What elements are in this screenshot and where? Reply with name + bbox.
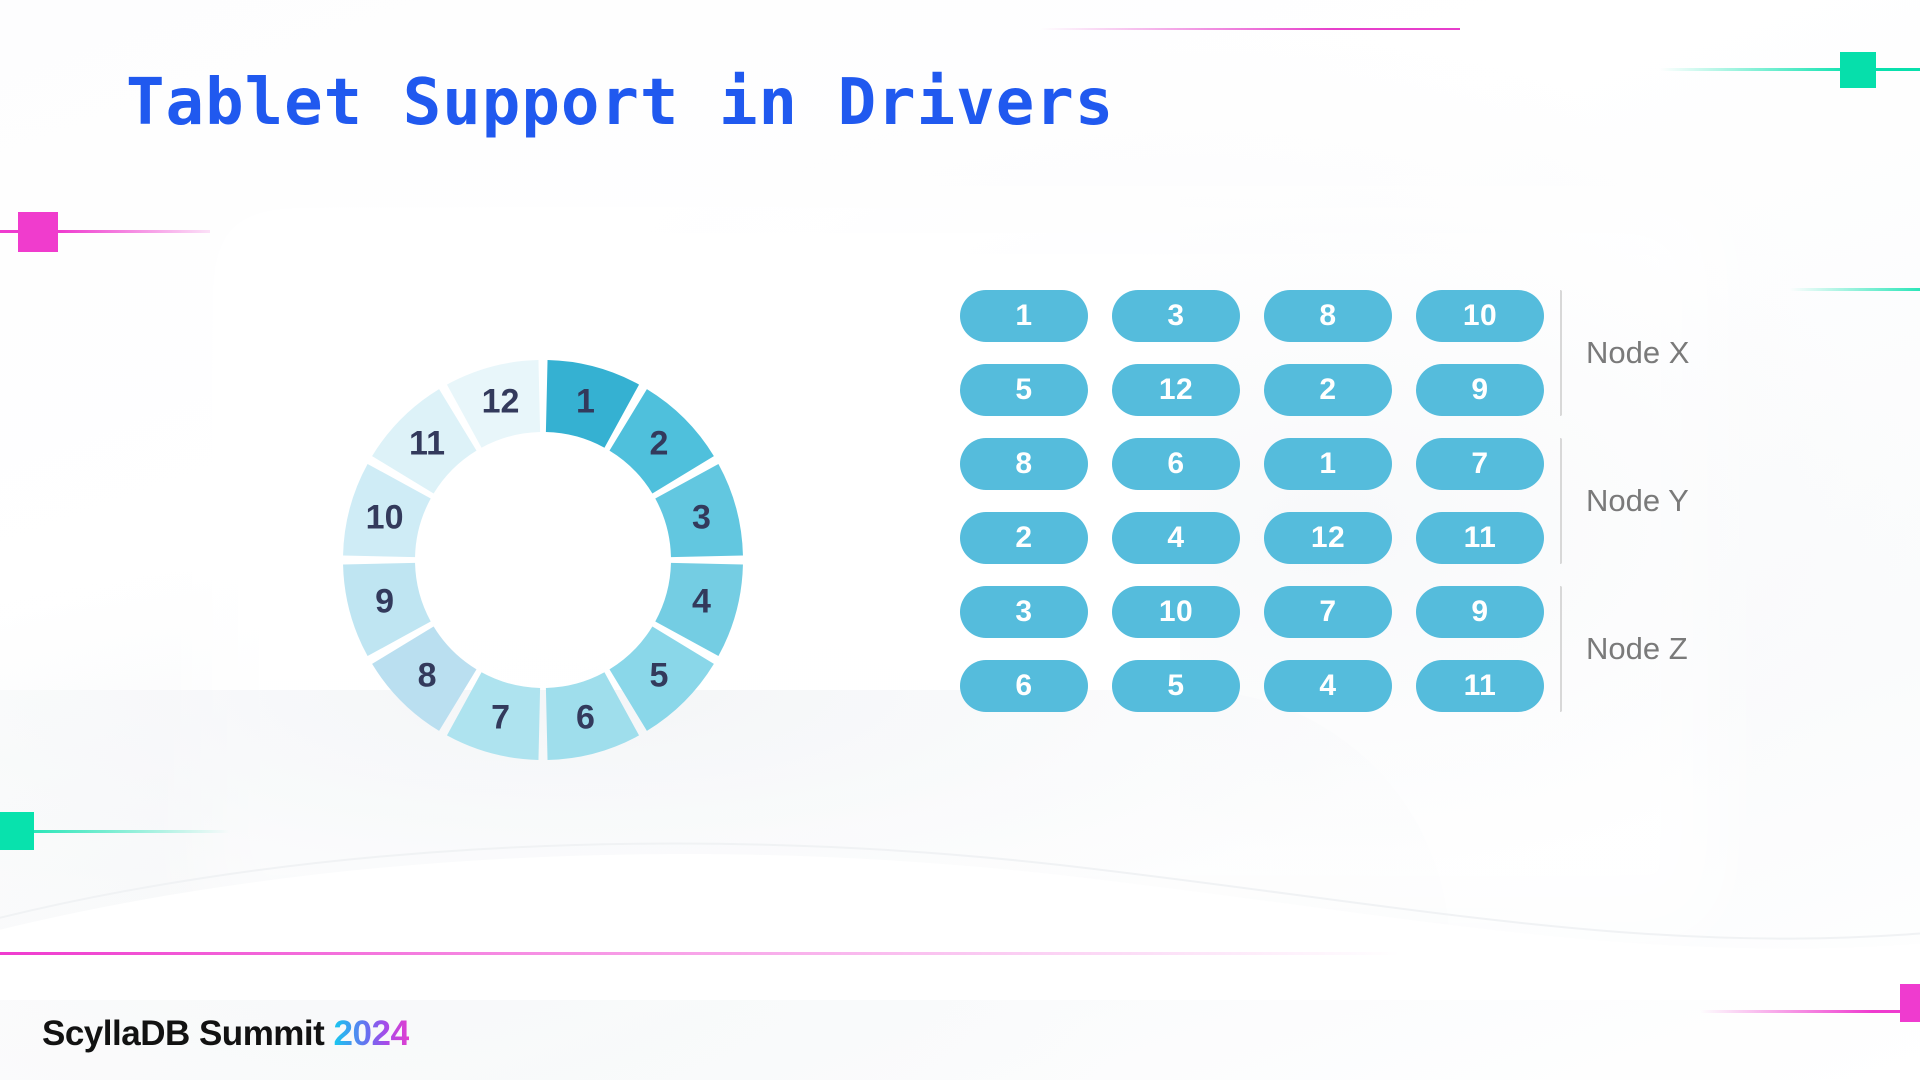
donut-segment [343,463,431,558]
node-bracket [1560,586,1562,712]
tablet-pill[interactable]: 5 [1112,660,1240,712]
node-label: Node X [1586,335,1690,370]
tablet-pill[interactable]: 6 [1112,438,1240,490]
tablet-pill[interactable]: 9 [1416,364,1544,416]
donut-segment [655,562,743,657]
tablet-pill[interactable]: 7 [1264,586,1392,638]
decor-magenta-line-bottom-right [1700,1010,1920,1013]
tablet-pill[interactable]: 12 [1112,364,1240,416]
tablet-pill[interactable]: 11 [1416,660,1544,712]
decor-magenta-square-left [18,212,58,252]
node-bracket [1560,290,1562,416]
page-title: Tablet Support in Drivers [126,66,1115,140]
tablet-pill[interactable]: 9 [1416,586,1544,638]
tablet-pill[interactable]: 11 [1416,512,1544,564]
tablet-pill[interactable]: 10 [1112,586,1240,638]
tablet-pill[interactable]: 2 [960,512,1088,564]
tablet-pill[interactable]: 1 [960,290,1088,342]
donut-segment [446,360,541,448]
decor-magenta-line-top [1040,28,1460,30]
decor-magenta-line-left [0,230,210,233]
decor-teal-line-top [1660,68,1920,71]
tablet-pill[interactable]: 5 [960,364,1088,416]
donut-segment [609,389,714,494]
node-label: Node Y [1586,483,1689,518]
tablet-pill[interactable]: 3 [960,586,1088,638]
decor-teal-line-left [0,830,230,833]
tablet-pill[interactable]: 12 [1264,512,1392,564]
decor-magenta-square-bottom [1900,984,1920,1022]
tablet-pill[interactable]: 1 [1264,438,1392,490]
tablet-pill[interactable]: 3 [1112,290,1240,342]
node-bracket [1560,438,1562,564]
tablet-pill[interactable]: 4 [1264,660,1392,712]
donut-segment [372,626,477,731]
tablet-pill[interactable]: 2 [1264,364,1392,416]
donut-svg [343,360,743,760]
tablet-pill[interactable]: 8 [960,438,1088,490]
background-swoosh [0,820,1920,1000]
tablet-pill[interactable]: 6 [960,660,1088,712]
footer-year: 2024 [333,1014,410,1053]
donut-segment [609,626,714,731]
footer-logo: ScyllaDB Summit 2024 [42,1014,410,1054]
donut-segment [446,672,541,760]
donut-segment [545,360,640,448]
donut-segment [545,672,640,760]
node-label: Node Z [1586,631,1688,666]
decor-teal-line-right [1790,288,1920,291]
donut-segment [343,562,431,657]
tablet-pill[interactable]: 4 [1112,512,1240,564]
donut-segment [372,389,477,494]
footer-brand: ScyllaDB Summit [42,1014,325,1053]
decor-teal-square-left [0,812,34,850]
decor-magenta-line-bottom-left [0,952,1400,955]
tablet-pill[interactable]: 8 [1264,290,1392,342]
tablet-pill[interactable]: 10 [1416,290,1544,342]
tablet-pill[interactable]: 7 [1416,438,1544,490]
decor-teal-square-top [1840,52,1876,88]
donut-segment [655,463,743,558]
